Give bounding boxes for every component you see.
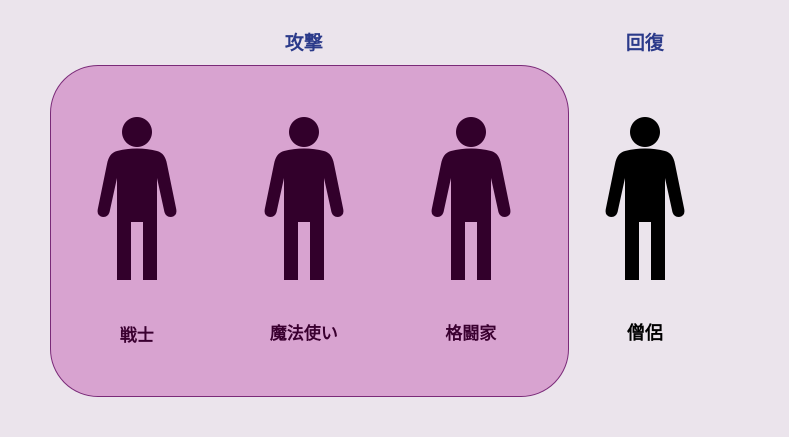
priest-label: 僧侶 — [627, 323, 663, 344]
mage-person-icon — [262, 116, 346, 281]
martial-artist-label: 格闘家 — [445, 324, 497, 344]
warrior-label: 戦士 — [120, 326, 154, 346]
warrior-person-icon — [95, 116, 179, 281]
priest-person-icon — [603, 116, 687, 281]
martial-artist-person-icon — [429, 116, 513, 281]
mage-label: 魔法使い — [270, 324, 338, 344]
attack-group-heading: 攻撃 — [284, 32, 324, 54]
heal-group-heading: 回復 — [625, 32, 665, 54]
